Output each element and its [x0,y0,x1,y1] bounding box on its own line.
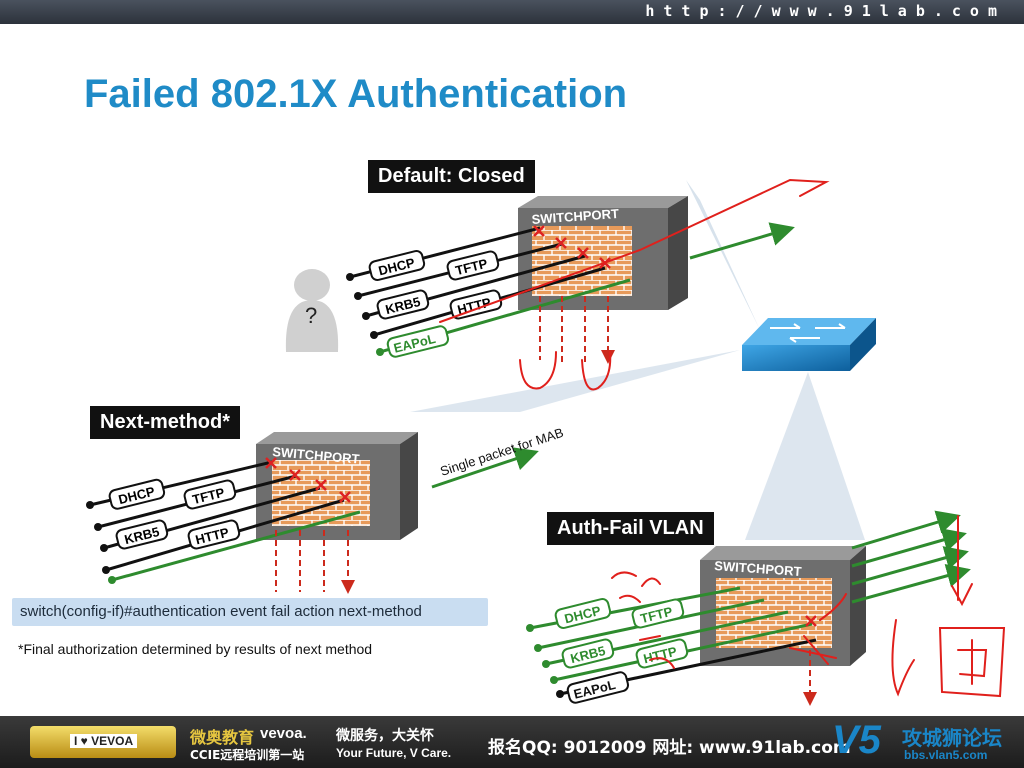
network-switch-icon [742,318,876,371]
cli-command: switch(config-if)#authentication event f… [20,603,422,620]
switchport-label: SWITCHPORT [531,206,619,227]
slogan-cn: 微服务，大关怀 [336,728,434,744]
brand-sub: CCIE远程培训第一站 [190,748,305,762]
next-method-protocol-tags: DHCP TFTP KRB5 HTTP [108,478,241,550]
unknown-user-mark: ? [305,303,317,328]
auth-fail-protocol-tags: DHCP TFTP KRB5 HTTP EAPoL [554,598,689,704]
switchport-closed: SWITCHPORT [518,196,688,310]
switchport-next-method: SWITCHPORT [256,432,418,540]
projection-wedge-left [410,350,740,412]
contact-info: 报名QQ: 9012009 网址: www.91lab.com [488,738,851,758]
site-url: http://www.91lab.com [645,2,1006,20]
mab-arrow-label: Single packet for MAB [438,425,565,479]
vevoa-badge-logo: I ♥ VEVOA [30,726,176,758]
footnote: *Final authorization determined by resul… [18,641,373,657]
switchport-label: SWITCHPORT [714,558,802,579]
forum-url: bbs.vlan5.com [904,748,988,762]
slogan-en: Your Future, V Care. [336,746,452,760]
unknown-user-icon: ? [285,269,339,352]
brand-cn: 微奥教育 [190,728,255,747]
section-label-closed: Default: Closed [368,160,535,193]
section-label-auth-fail: Auth-Fail VLAN [547,512,714,545]
projection-wedge-top [686,180,760,330]
command-box: switch(config-if)#authentication event f… [12,598,488,626]
brand-en: vevoa. [260,725,307,742]
diagram-canvas: SWITCHPORT DHCP TFTP KRB5 HTTP EAPoL ? S… [86,178,1006,706]
forum-v5-logo: V5 [832,718,881,762]
top-banner: http://www.91lab.com [0,0,1024,24]
forum-name: 攻城狮论坛 [902,726,1002,750]
red-annotations [439,178,1006,698]
badge-text: I ♥ VEVOA [70,734,138,748]
closed-protocol-tags: DHCP TFTP KRB5 HTTP EAPoL [368,250,503,358]
footer-banner: I ♥ VEVOA 微奥教育 vevoa. CCIE远程培训第一站 微服务，大关… [0,716,1024,768]
section-label-next-method: Next-method* [90,406,241,439]
slide-title: Failed 802.1X Authentication [84,72,628,116]
projection-wedge-bottom [745,372,865,540]
